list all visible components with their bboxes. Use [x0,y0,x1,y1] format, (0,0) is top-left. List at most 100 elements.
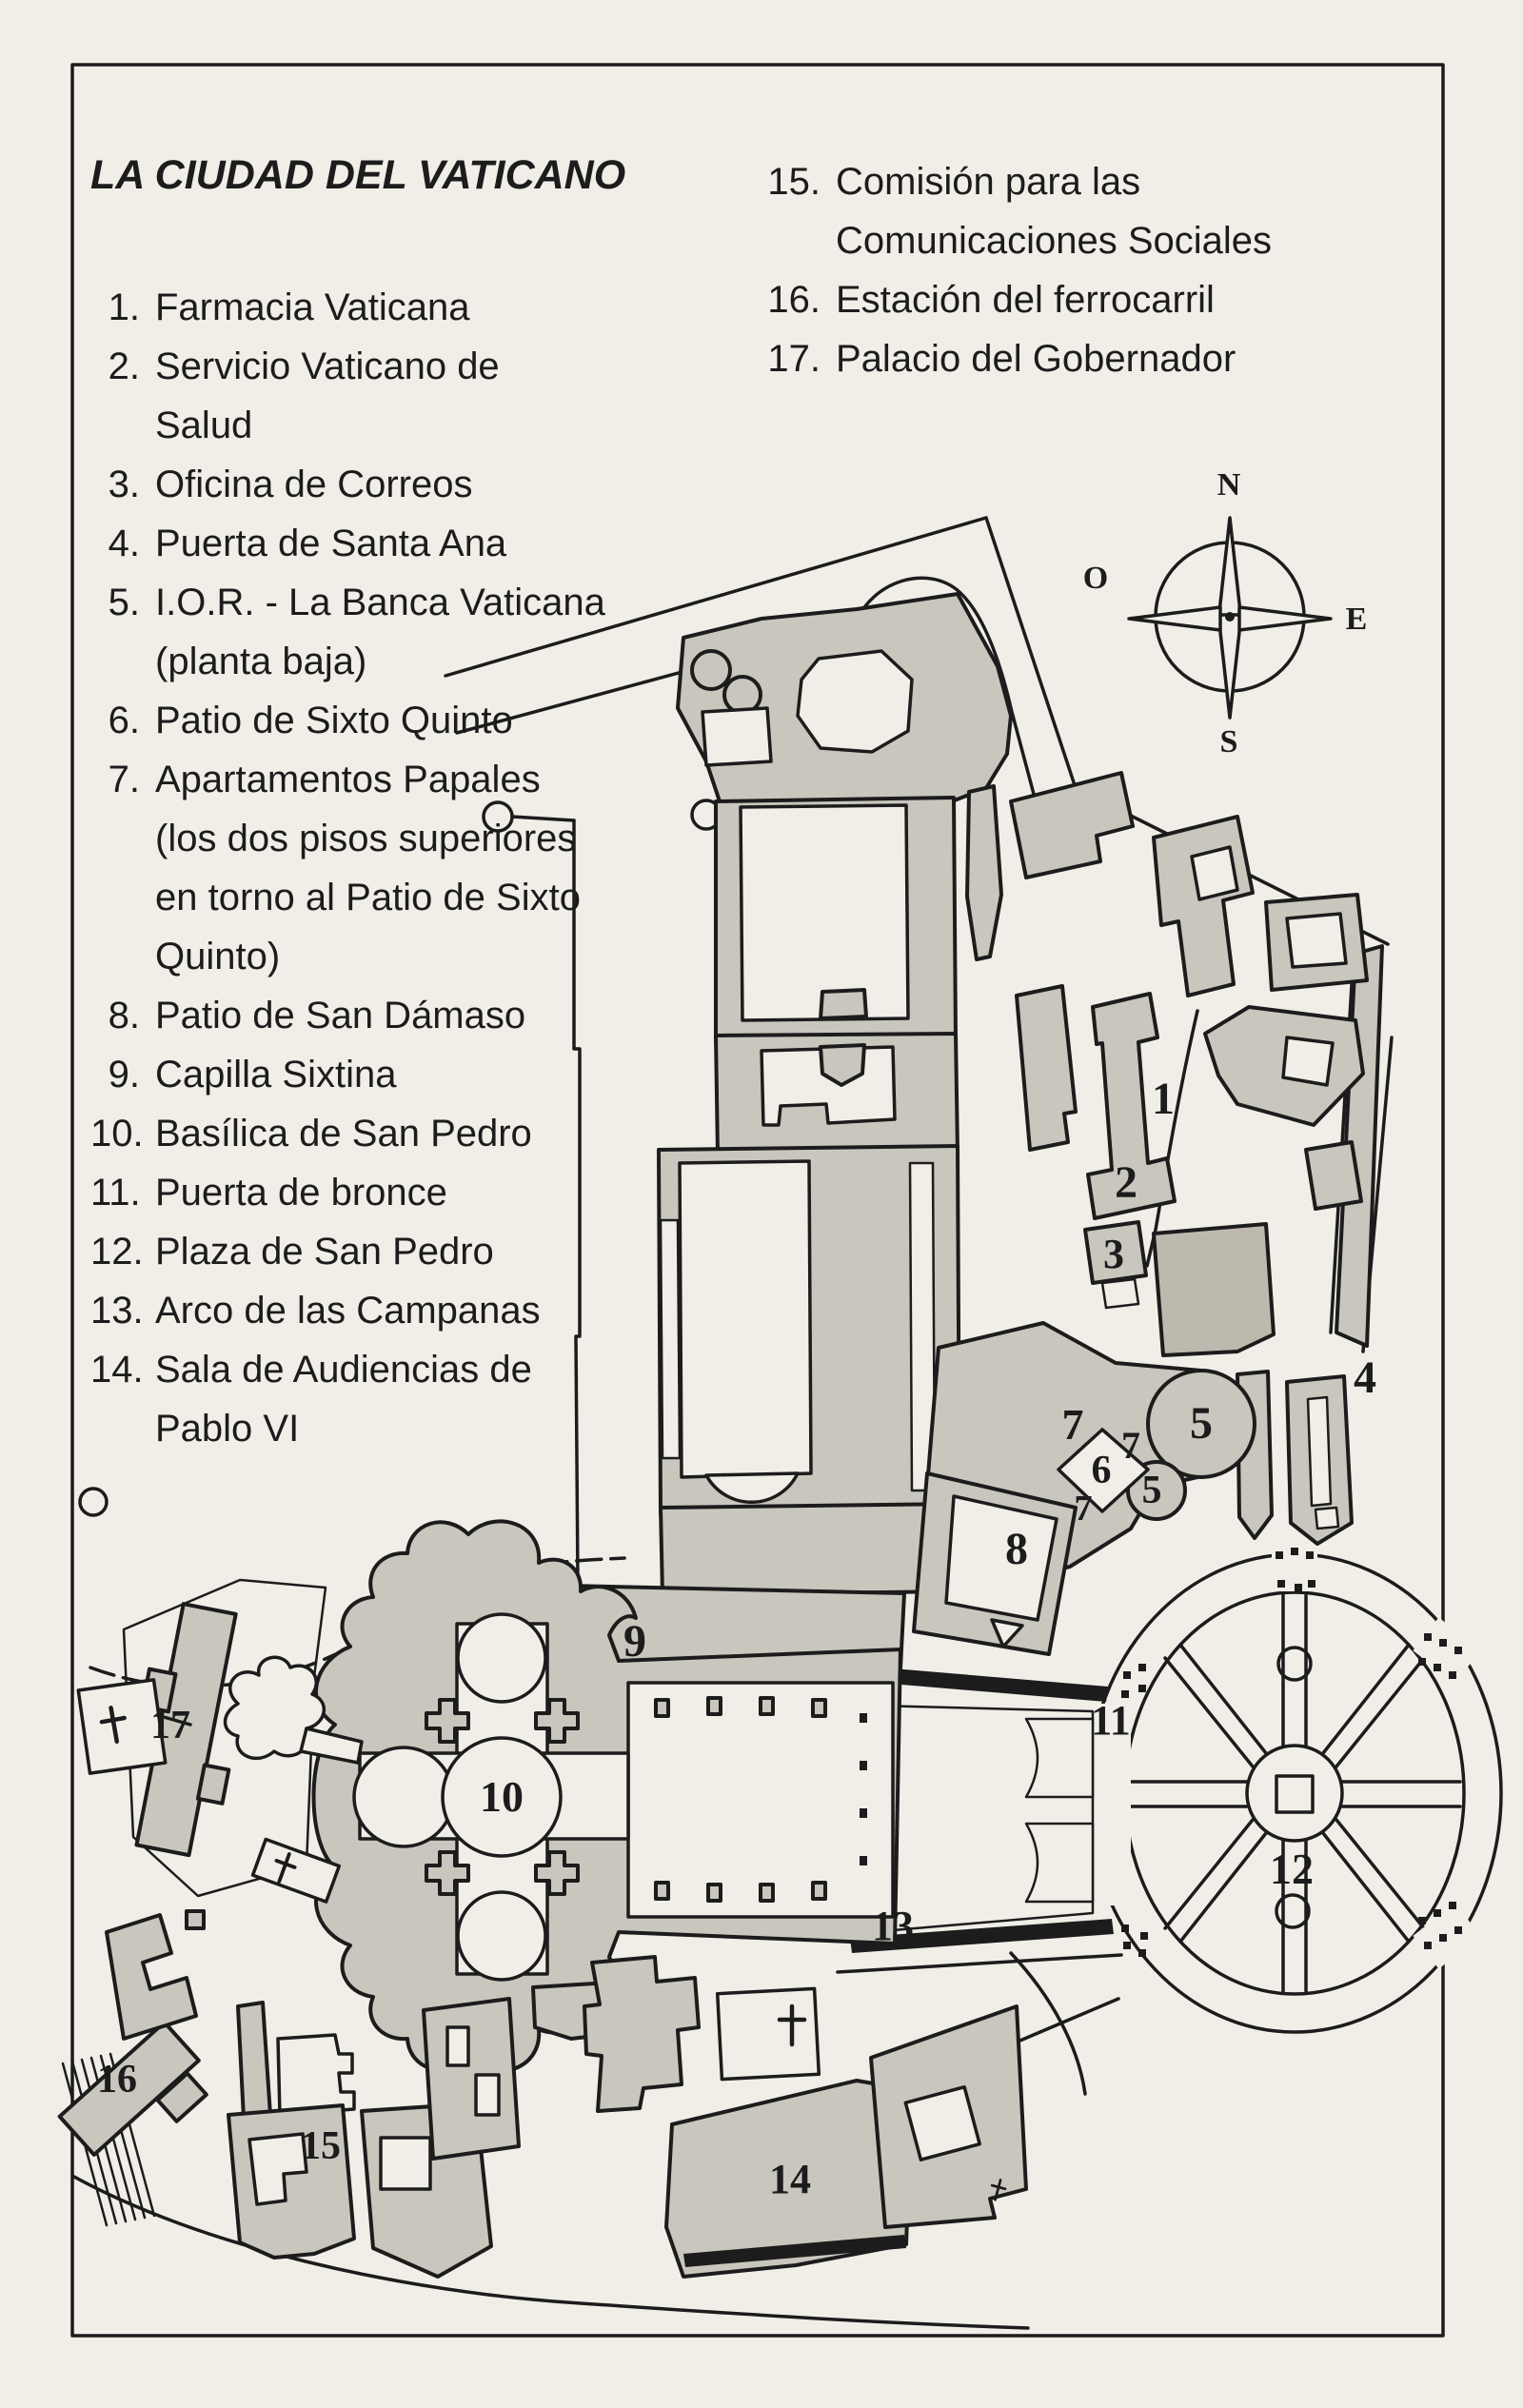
legend-item: 14. Sala de Audiencias de Pablo VI [90,1340,652,1458]
legend-item: 2. Servicio Vaticano de Salud [90,337,652,455]
exedra [704,1471,800,1505]
piers [425,1696,867,1903]
post-office-building [1083,1220,1148,1285]
audience-hall [664,2079,914,2279]
legend-item: 12. Plaza de San Pedro [90,1222,652,1281]
legend-item-number: 7. [108,759,140,800]
small-cross-icon [990,2179,1007,2201]
pharmacy-building [1086,992,1177,1220]
legend-column-left: 1. Farmacia Vaticana 2. Servicio Vatican… [90,278,652,1458]
map-label-14: 14 [769,2156,811,2202]
compass-label-north: N [1216,467,1241,503]
round-tower [690,649,732,691]
octagon-courtyard [796,649,914,754]
legend-item: 9. Capilla Sixtina [90,1045,652,1104]
legend-item-number: 11. [90,1172,141,1214]
map-label-7c: 7 [1074,1489,1093,1529]
legend-item: 4. Puerta de Santa Ana [90,514,652,573]
sixtus-v-courtyard [1057,1428,1150,1513]
legend-item: 6. Patio de Sixto Quinto [90,691,652,750]
plaza-west-opening [1091,1704,1131,1905]
nave-interior [626,1681,895,1919]
legend-item: 15. Comisión para las Comunicaciones Soc… [760,152,1369,270]
legend-item-text: Estación del ferrocarril [836,279,1215,321]
lower-courtyard [678,1159,813,1479]
page-frame [70,63,1445,2338]
dome-circle [441,1736,563,1858]
map-label-5b: 5 [1141,1469,1162,1512]
compass-needle-west [1127,605,1222,632]
fountain [1276,1646,1313,1682]
north-colonnade [857,1666,1108,1702]
legend-item-text: Comisión para las Comunicaciones Sociale… [836,161,1273,262]
railway-station-area [57,1909,208,2227]
sacristy [583,1955,701,2113]
legend-item-number: 9. [108,1054,140,1095]
church-cross-icon [99,1706,127,1745]
legend-item-number: 3. [108,464,140,505]
map-label-9: 9 [623,1616,646,1667]
legend-item-text: Patio de San Dámaso [155,995,526,1036]
chapel-cross-icon [274,1852,297,1884]
southwest-area [76,1578,364,1904]
legend-item-text: Palacio del Gobernador [836,338,1236,380]
apse [352,1746,455,1848]
legend-item: 1. Farmacia Vaticana [90,278,652,337]
san-damaso-courtyard [944,1494,1058,1622]
map-label-3: 3 [1103,1231,1124,1277]
legend-item: 7. Apartamentos Papales (los dos pisos s… [90,750,652,986]
small-chapel [250,1837,342,1904]
legend-item-number: 5. [108,582,140,623]
legend-item-number: 13. [90,1290,144,1332]
legend-column-right: 15. Comisión para las Comunicaciones Soc… [760,152,1369,388]
south-buildings [227,1955,1028,2279]
legend-item-text: Apartamentos Papales (los dos pisos supe… [155,759,581,977]
legend-item-text: Servicio Vaticano de Salud [155,345,500,446]
st-peters-square [1086,1548,1503,2034]
legend-item-number: 2. [108,345,140,387]
legend-item-text: Patio de Sixto Quinto [155,700,513,741]
belvedere-courtyards [657,796,961,1597]
church-building [76,1678,168,1775]
compass-label-west: O [1082,561,1109,596]
map-label-1: 1 [1152,1074,1175,1124]
legend-item: 8. Patio de San Dámaso [90,986,652,1045]
round-tower-5 [1146,1369,1256,1479]
map-label-16: 16 [97,2058,137,2102]
gate-circle [78,1487,109,1517]
legend-item-text: I.O.R. - La Banca Vaticana (planta baja) [155,582,605,682]
belvedere-courtyard [739,803,910,1022]
map-label-5a: 5 [1190,1398,1213,1449]
legend-item-text: Capilla Sixtina [155,1054,397,1095]
map-label-7b: 7 [1121,1424,1140,1467]
entrance-columns [1276,1548,1462,1949]
map-label-12: 12 [1270,1845,1314,1893]
legend-item-number: 12. [90,1231,144,1273]
tree-icon [223,1655,326,1761]
compass-needle-east [1237,605,1333,632]
legend-item-number: 17. [767,338,821,380]
legend-item-text: Farmacia Vaticana [155,286,470,328]
map-label-10: 10 [480,1772,524,1821]
map-label-6: 6 [1091,1449,1112,1492]
basilica [311,1519,902,2073]
legend-item-number: 8. [108,995,140,1036]
map-label-8: 8 [1005,1524,1028,1574]
station-building [57,2020,201,2157]
fountain [1275,1893,1311,1929]
legend-item: 10. Basílica de San Pedro [90,1104,652,1163]
legend-item-text: Basílica de San Pedro [155,1113,532,1155]
legend-item: 11. Puerta de bronce [90,1163,652,1222]
map-label-13: 13 [872,1903,914,1949]
legend-item: 16. Estación del ferrocarril [760,270,1369,329]
santa-marta-church [715,1986,821,2082]
legend-item-text: Puerta de bronce [155,1172,447,1214]
map-label-15: 15 [301,2124,341,2168]
legend-item: 13. Arco de las Campanas [90,1281,652,1340]
map-label-11: 11 [1091,1697,1131,1744]
legend-item-text: Sala de Audiencias de Pablo VI [155,1349,532,1450]
legend-item-text: Puerta de Santa Ana [155,523,507,564]
legend-item-number: 10. [90,1113,144,1155]
